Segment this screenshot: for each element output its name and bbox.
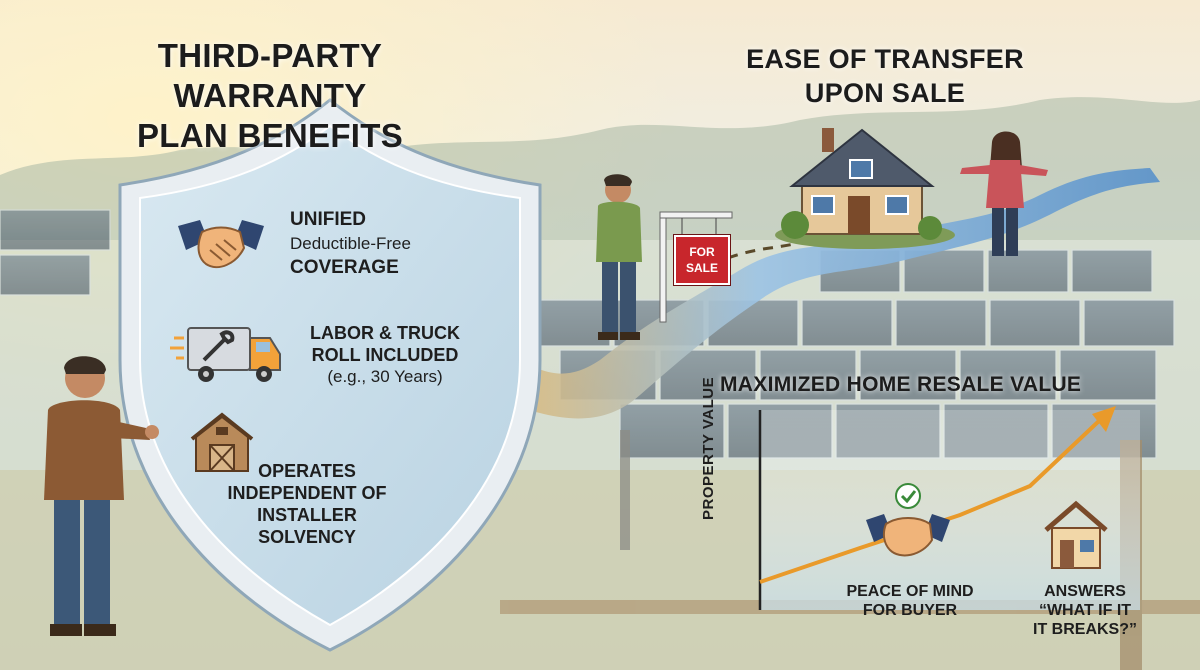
value-trend-line [759,418,1102,584]
resale-chart [758,406,1140,610]
title-line: PLAN BENEFITS [136,117,404,154]
title-line: EASE OF TRANSFER [746,44,1024,74]
caption-line: ANSWERS [1044,583,1126,600]
chart-title: MAXIMIZED HOME RESALE VALUE [720,373,1082,396]
caption-line: IT BREAKS?” [1033,621,1137,638]
trend-arrowhead [1092,406,1116,432]
left-panel-title: THIRD-PARTY WARRANTY PLAN BENEFITS [60,36,480,156]
transfer-path [430,168,1160,419]
feature-line: COVERAGE [290,257,399,278]
feature-line: OPERATES [258,461,356,481]
handshake-check-icon [866,483,950,557]
for-sale-sign [659,211,733,323]
feature-labor-truck: LABOR & TRUCK ROLL INCLUDED (e.g., 30 Ye… [290,322,480,388]
sign-line: FOR [689,245,715,259]
caption-line: “WHAT IF IT [1038,602,1132,619]
for-sale-sign-text: FOR SALE [674,235,730,285]
caption-line: FOR BUYER [862,602,958,619]
feature-line: INSTALLER [257,505,357,525]
transfer-panel-title: EASE OF TRANSFER UPON SALE [720,42,1050,110]
feature-line: (e.g., 30 Years) [327,367,443,386]
caption-peace-of-mind: PEACE OF MIND FOR BUYER [820,582,1000,620]
house-icon [1044,500,1108,569]
house-illustration [775,128,955,249]
buyer-figure [960,131,1048,256]
feature-independent: OPERATES INDEPENDENT OF INSTALLER SOLVEN… [222,460,392,548]
title-line: UPON SALE [804,78,966,108]
homeowner-figure [44,356,159,636]
feature-line: ROLL INCLUDED [311,345,459,365]
title-line: THIRD-PARTY WARRANTY [157,37,383,114]
barn-icon [190,412,254,472]
seller-figure [596,174,642,340]
feature-line: LABOR & TRUCK [310,323,460,343]
feature-line: Deductible-Free [290,234,411,253]
chart-y-axis-label: PROPERTY VALUE [700,376,717,520]
caption-line: PEACE OF MIND [846,583,974,600]
handshake-icon [178,220,264,269]
caption-what-if-it-breaks: ANSWERS “WHAT IF IT IT BREAKS?” [1010,582,1160,639]
feature-line: SOLVENCY [258,527,356,547]
sign-line: SALE [685,261,718,275]
service-truck-icon [170,327,281,382]
feature-unified-coverage: UNIFIED Deductible-Free COVERAGE [290,208,490,280]
feature-line: UNIFIED [290,209,366,230]
feature-line: INDEPENDENT OF [227,483,387,503]
